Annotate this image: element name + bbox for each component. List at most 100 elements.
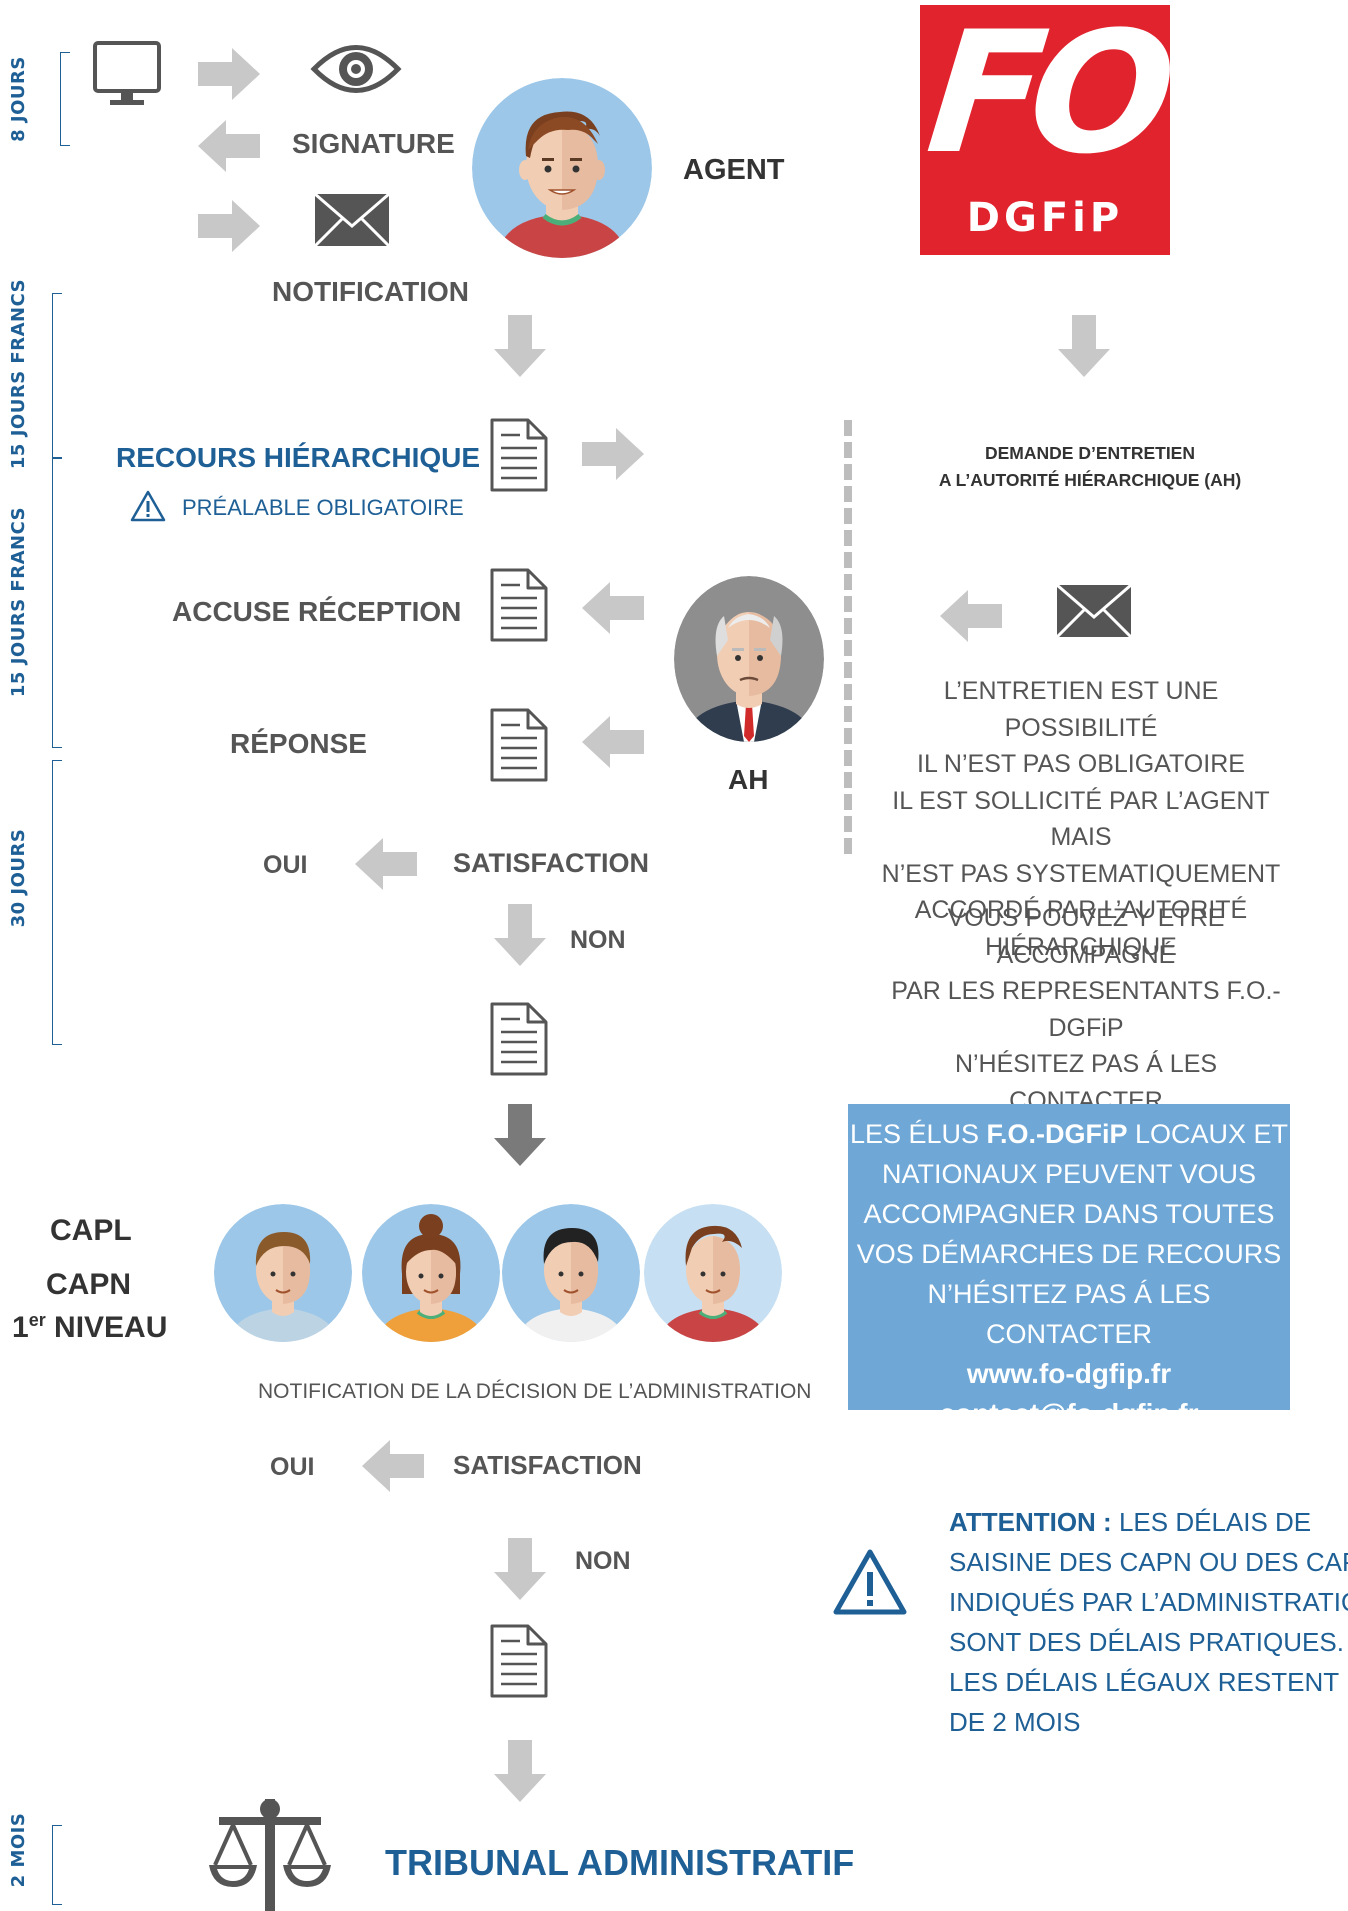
timeline-bracket-30-jours <box>52 760 62 1045</box>
infobox-line: VOS DÉMARCHES DE RECOURS <box>856 1239 1282 1269</box>
arrow-left-icon <box>582 582 644 634</box>
attention-first: LES DÉLAIS DE <box>1118 1507 1312 1537</box>
timeline-label-30-jours: 30 JOURS <box>8 828 29 928</box>
non-label: NON <box>570 926 626 954</box>
notification-label: NOTIFICATION <box>272 276 470 307</box>
attention-title: ATTENTION : <box>949 1507 1119 1537</box>
document-icon <box>490 568 548 642</box>
attention-line: SAISINE DES CAPN OU DES CAPL <box>949 1547 1348 1577</box>
oui-label-2: OUI <box>270 1453 315 1481</box>
representative-avatar-2 <box>362 1204 500 1342</box>
entretien-para-line: N’EST PAS SYSTEMATIQUEMENT <box>881 859 1281 888</box>
infobox-bold: F.O.-DGFiP <box>986 1119 1128 1149</box>
attention-line: DE 2 MOIS <box>949 1707 1081 1737</box>
scales-of-justice-icon <box>209 1799 331 1911</box>
arrow-left-icon <box>940 590 1002 642</box>
elus-info-box: LES ÉLUS F.O.-DGFiP LOCAUX ET NATIONAUX … <box>848 1104 1290 1429</box>
arrow-left-icon <box>362 1440 424 1492</box>
infobox-line: ACCOMPAGNER DANS TOUTES <box>863 1199 1275 1229</box>
entretien-para-line: ACCORDÉ PAR L’AUTORITÉ HIÉRARCHIQUE <box>914 896 1248 961</box>
infobox-line: NATIONAUX PEUVENT VOUS <box>881 1159 1257 1189</box>
agent-avatar <box>472 78 652 258</box>
ah-avatar <box>674 576 824 742</box>
satisfaction-label: SATISFACTION <box>453 848 650 878</box>
representative-avatar-3 <box>502 1204 640 1342</box>
infobox-post: LOCAUX ET <box>1127 1119 1289 1149</box>
document-icon <box>490 418 548 492</box>
arrow-right-icon <box>198 200 260 252</box>
representative-avatar-1 <box>214 1204 352 1342</box>
warning-icon <box>833 1549 907 1615</box>
oui-label: OUI <box>263 851 308 879</box>
niveau-text: NIVEAU <box>45 1311 168 1344</box>
timeline-bracket-15-jours-2 <box>52 458 62 748</box>
dashed-separator <box>844 420 852 858</box>
timeline-label-8-jours: 8 JOURS <box>8 56 29 142</box>
prealable-note: PRÉALABLE OBLIGATOIRE <box>182 495 464 520</box>
timeline-bracket-8-jours <box>60 52 70 146</box>
monitor-icon <box>93 41 161 105</box>
timeline-label-15-jours-2: 15 JOURS FRANCS <box>8 506 29 698</box>
entretien-para-line: L’ENTRETIEN EST UNE POSSIBILITÉ <box>943 677 1219 742</box>
timeline-bracket-2-mois <box>52 1825 62 1905</box>
timeline-label-2-mois: 2 MOIS <box>8 1812 29 1888</box>
arrow-right-icon <box>198 48 260 100</box>
entretien-para-line: IL N’EST PAS OBLIGATOIRE <box>917 750 1245 778</box>
logo-fo-text: FO <box>919 0 1171 191</box>
entretien-line-2: A L’AUTORITÉ HIÉRARCHIQUE (AH) <box>938 470 1242 490</box>
document-icon <box>490 708 548 782</box>
entretien-title: DEMANDE D’ENTRETIEN A L’AUTORITÉ HIÉRARC… <box>900 440 1280 494</box>
accompagne-line: PAR LES REPRESENTANTS F.O.-DGFiP <box>891 977 1281 1042</box>
satisfaction-label-2: SATISFACTION <box>453 1450 642 1480</box>
arrow-left-icon <box>355 838 417 890</box>
arrow-left-icon <box>582 716 644 768</box>
decision-notification: NOTIFICATION DE LA DÉCISION DE L’ADMINIS… <box>258 1380 812 1403</box>
entretien-para-line: IL EST SOLLICITÉ PAR L’AGENT MAIS <box>892 786 1270 852</box>
infobox-pre: LES ÉLUS <box>849 1119 987 1149</box>
arrow-down-dark-icon <box>494 1104 546 1166</box>
logo-dgfip-text: DGFiP <box>966 195 1124 241</box>
fo-dgfip-logo: FO DGFiP <box>920 0 1170 255</box>
website-link[interactable]: www.fo-dgfip.fr <box>966 1358 1172 1389</box>
attention-line: SONT DES DÉLAIS PRATIQUES. <box>949 1627 1344 1657</box>
envelope-icon <box>1055 583 1133 639</box>
attention-first-line: ATTENTION : LES DÉLAIS DE <box>949 1502 1344 1542</box>
eye-icon <box>310 45 402 93</box>
email-link[interactable]: contact@fo-dgfip.fr <box>939 1398 1199 1429</box>
arrow-right-icon <box>582 428 644 480</box>
capn-label: CAPN <box>46 1268 132 1301</box>
ah-label: AH <box>728 764 769 795</box>
signature-label: SIGNATURE <box>292 128 455 159</box>
recours-title: RECOURS HIÉRARCHIQUE <box>116 442 481 473</box>
infobox-first-line: LES ÉLUS F.O.-DGFiP LOCAUX ET <box>848 1114 1290 1154</box>
accompagne-line: VOUS POUVEZ Y ETRE ACCOMPAGNÉ <box>947 904 1225 969</box>
arrow-left-icon <box>198 120 260 172</box>
niveau-label: 1er NIVEAU <box>12 1310 167 1345</box>
arrow-down-icon <box>494 1740 546 1802</box>
accompagne-paragraph: VOUS POUVEZ Y ETRE ACCOMPAGNÉ PAR LES RE… <box>880 900 1292 1119</box>
agent-label: AGENT <box>683 154 785 186</box>
niveau-number: 1 <box>12 1311 29 1344</box>
capl-label: CAPL <box>50 1214 132 1247</box>
tribunal-title: TRIBUNAL ADMINISTRATIF <box>385 1842 855 1883</box>
arrow-down-icon <box>494 904 546 966</box>
envelope-icon <box>313 192 391 248</box>
entretien-paragraph: L’ENTRETIEN EST UNE POSSIBILITÉ IL N’EST… <box>865 673 1297 965</box>
arrow-down-icon <box>1058 315 1110 377</box>
timeline-label-15-jours-1: 15 JOURS FRANCS <box>8 278 29 470</box>
document-icon <box>490 1002 548 1076</box>
accuse-reception-label: ACCUSE RÉCEPTION <box>172 596 462 627</box>
infobox-line: N’HÉSITEZ PAS Á LES CONTACTER <box>927 1279 1211 1349</box>
reponse-label: RÉPONSE <box>230 728 367 759</box>
arrow-down-icon <box>494 1538 546 1600</box>
attention-line: LES DÉLAIS LÉGAUX RESTENT <box>949 1667 1340 1697</box>
entretien-line-1: DEMANDE D’ENTRETIEN <box>984 443 1195 463</box>
attention-line: INDIQUÉS PAR L’ADMINISTRATION <box>949 1587 1348 1617</box>
representative-avatar-4 <box>644 1204 782 1342</box>
niveau-suffix: er <box>28 1310 46 1330</box>
arrow-down-icon <box>494 315 546 377</box>
timeline-bracket-15-jours-1 <box>52 293 62 458</box>
document-icon <box>490 1624 548 1698</box>
attention-note: ATTENTION : LES DÉLAIS DE SAISINE DES CA… <box>949 1502 1348 1742</box>
warning-icon <box>130 490 166 522</box>
